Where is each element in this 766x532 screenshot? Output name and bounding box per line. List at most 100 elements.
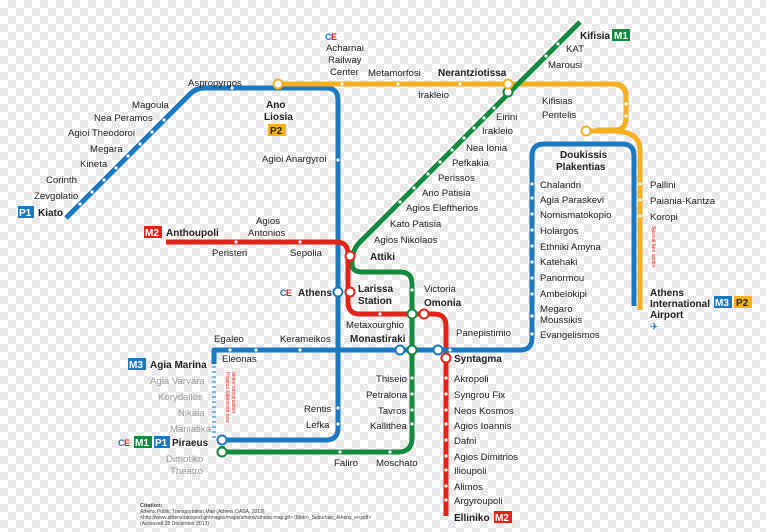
badge-m1-kifisia: M1 xyxy=(612,29,630,42)
p1-line xyxy=(64,85,341,443)
label-chalandri: Chalandri xyxy=(540,180,581,191)
label-ilioupoli: Ilioupoli xyxy=(454,466,487,477)
label-moschato: Moschato xyxy=(376,458,418,469)
label-ano-liosia-2: Liosia xyxy=(264,112,293,123)
label-agioi-theodoroi: Agioi Theodoroi xyxy=(68,128,135,139)
svg-text:M2: M2 xyxy=(495,513,509,524)
airplane-icon: ✈ xyxy=(650,322,658,333)
citation-line-3: (Accessed 28 December 2013) xyxy=(140,521,209,527)
label-marousi: Marousi xyxy=(548,60,582,71)
label-larissa-2: Station xyxy=(358,296,392,307)
label-petralona: Petralona xyxy=(366,390,408,401)
label-ambelokipi: Ambelokipi xyxy=(540,289,587,300)
label-acharnai-2: Railway xyxy=(328,55,362,66)
label-attiki: Attiki xyxy=(370,252,395,263)
station-dots xyxy=(78,42,642,502)
label-airport-3: Airport xyxy=(650,310,684,321)
label-dafni: Dafni xyxy=(454,436,476,447)
label-anthoupoli: Anthoupoli xyxy=(166,228,219,239)
svg-text:M3: M3 xyxy=(715,298,729,309)
label-panepistimio: Panepistimio xyxy=(456,328,511,339)
label-koropi: Koropi xyxy=(650,212,678,223)
label-extension-1: Piraeus Extension now xyxy=(224,372,230,423)
label-nea-peramos: Nea Peramos xyxy=(94,113,153,124)
label-peristeri: Peristeri xyxy=(212,248,247,259)
label-korydallos: Korydallos xyxy=(158,392,203,403)
badge-m3-airport: M3 xyxy=(714,296,732,309)
label-elliniko: Elliniko xyxy=(454,513,490,524)
label-agios-dimitrios: Agios Dimitrios xyxy=(454,452,518,463)
label-omonia: Omonia xyxy=(424,298,462,309)
svg-text:C: C xyxy=(118,438,125,448)
label-megaro-1: Megaro xyxy=(540,304,573,315)
label-doukissis-1: Doukissis xyxy=(560,150,608,161)
badge-m3-agia-marina: M3 xyxy=(128,358,146,371)
label-kallithea: Kallithea xyxy=(370,421,407,432)
label-kat: KAT xyxy=(566,44,584,55)
label-panormou: Panormou xyxy=(540,273,584,284)
label-megara: Megara xyxy=(90,144,123,155)
label-agia-varvara: Agia Varvara xyxy=(150,376,205,387)
label-kiato: Kiato xyxy=(38,208,63,219)
label-kifisias: Kifisias xyxy=(542,96,573,107)
label-akropoli: Akropoli xyxy=(454,374,489,385)
label-argyroupoli: Argyroupoli xyxy=(454,496,503,507)
label-agios-antonios-1: Agios xyxy=(256,216,280,227)
svg-text:P2: P2 xyxy=(736,298,749,309)
label-holargos: Holargos xyxy=(540,226,579,237)
label-eirini: Eirini xyxy=(496,112,517,123)
badge-p2-airport: P2 xyxy=(734,296,752,309)
label-monastiraki: Monastiraki xyxy=(350,334,406,345)
label-agioi-anargyroi: Agioi Anargyroi xyxy=(262,154,327,165)
svg-text:M1: M1 xyxy=(135,438,149,449)
svg-text:M3: M3 xyxy=(129,360,143,371)
label-kifisia: Kifisia xyxy=(580,31,610,42)
interchange-rings xyxy=(216,78,592,458)
railway-icon: C E xyxy=(280,288,292,298)
label-athens: Athens xyxy=(298,288,332,299)
label-tavros: Tavros xyxy=(378,406,406,417)
svg-text:E: E xyxy=(286,288,292,298)
label-ano-liosia-1: Ano xyxy=(266,100,285,111)
citation-line-1: Athens Public Transportation Map (Athens… xyxy=(140,509,265,515)
label-alimos: Alimos xyxy=(454,482,483,493)
badge-p2-ano-liosia: P2 xyxy=(268,124,286,137)
svg-text:E: E xyxy=(124,438,130,448)
railway-icon: C E xyxy=(325,32,337,42)
railway-icon: C E xyxy=(118,438,130,448)
label-acharnai-1: Acharnai xyxy=(326,43,364,54)
label-pallini: Pallini xyxy=(650,180,676,191)
svg-text:M2: M2 xyxy=(145,228,159,239)
svg-text:P1: P1 xyxy=(155,438,168,449)
badge-m2-anthoupoli: M2 xyxy=(144,226,162,239)
label-egaleo: Egaleo xyxy=(214,334,244,345)
label-eleonas: Eleonas xyxy=(222,354,257,365)
label-syngrou-fix: Syngrou Fix xyxy=(454,390,505,401)
label-nomismatokopio: Nomismatokopio xyxy=(540,210,611,221)
svg-text:P1: P1 xyxy=(19,208,32,219)
citation-heading: Citation: xyxy=(140,503,162,509)
label-airport-2: International xyxy=(650,299,710,310)
label-kato-patisia: Kato Patisia xyxy=(390,219,442,230)
label-zevgolatio: Zevgolatio xyxy=(34,191,78,202)
label-agios-antonios-2: Antonios xyxy=(248,228,286,239)
label-kerameikos: Kerameikos xyxy=(280,334,331,345)
label-corinth: Corinth xyxy=(46,175,77,186)
label-agios-eleftherios: Agios Eleftherios xyxy=(406,203,478,214)
m2-line xyxy=(166,239,449,516)
label-metaxourghio: Metaxourghio xyxy=(346,320,404,331)
label-sepolia: Sepolia xyxy=(290,248,323,259)
svg-text:C: C xyxy=(325,32,332,42)
label-perissos: Perissos xyxy=(438,173,475,184)
label-magoula: Magoula xyxy=(132,100,169,111)
label-aspropyrgos: Aspropyrgos xyxy=(188,78,242,89)
label-doukissis-2: Plakentias xyxy=(556,162,606,173)
label-piraeus: Piraeus xyxy=(172,438,209,449)
label-metamorfosi: Metamorfosi xyxy=(368,68,421,79)
m3-line xyxy=(211,141,637,364)
label-lefka: Lefka xyxy=(306,420,330,431)
badge-p1-kiato: P1 xyxy=(18,206,34,219)
badge-m2-elliniko: M2 xyxy=(494,511,512,524)
label-nikaia: Nikaia xyxy=(178,408,205,419)
